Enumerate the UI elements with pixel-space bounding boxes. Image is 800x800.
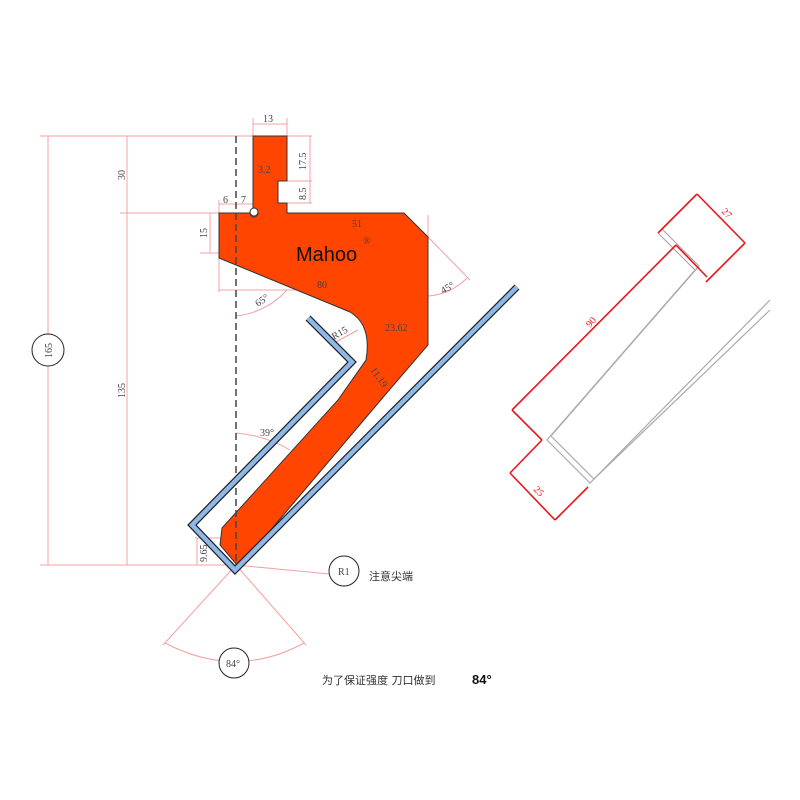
- angle-left-label: 65°: [253, 292, 271, 309]
- tip-angle-label: 84°: [226, 659, 240, 670]
- relief-hole: [249, 207, 259, 217]
- tip-height-label: 9.65: [199, 545, 210, 563]
- shoulder-height-label: 15: [199, 228, 210, 238]
- bottom-width-label: 80: [317, 280, 327, 291]
- angle-right-label: 45°: [439, 280, 457, 297]
- total-height-circle: [31, 333, 65, 367]
- left-offset-a-label: 6: [223, 195, 228, 206]
- left-offset-b-label: 7: [241, 195, 246, 206]
- detail-length-label: 90: [584, 315, 599, 330]
- top-width-label: 51: [352, 219, 362, 230]
- brand-logo: Mahoo: [296, 244, 357, 266]
- registered-mark: ®: [363, 236, 371, 247]
- punch-body: [218, 135, 429, 566]
- tip-angle-circle: [218, 647, 250, 679]
- shank-upper-height-label: 17.5: [298, 153, 309, 171]
- shank-width-label: 13: [263, 114, 273, 125]
- profile-detail: [509, 193, 771, 521]
- blade-width-upper-label: 23.62: [385, 323, 408, 334]
- blade-angle-label: 39°: [260, 428, 274, 439]
- tip-note: 注意尖端: [369, 569, 413, 583]
- notch-height-label: 8.5: [298, 188, 309, 201]
- tip-radius-label: R1: [338, 567, 350, 578]
- strength-note: 为了保证强度 刀口做到: [322, 673, 436, 687]
- bent-sheet: [187, 284, 520, 576]
- tip-radius-circle: [328, 555, 360, 587]
- strength-angle: 84°: [472, 672, 492, 687]
- relief-radius-label: R15: [330, 325, 350, 343]
- lower-height-label: 135: [117, 383, 128, 398]
- upper-height-label: 30: [117, 170, 128, 180]
- shank-thickness-label: 3.2: [258, 165, 271, 176]
- total-height-label: 165: [44, 343, 55, 358]
